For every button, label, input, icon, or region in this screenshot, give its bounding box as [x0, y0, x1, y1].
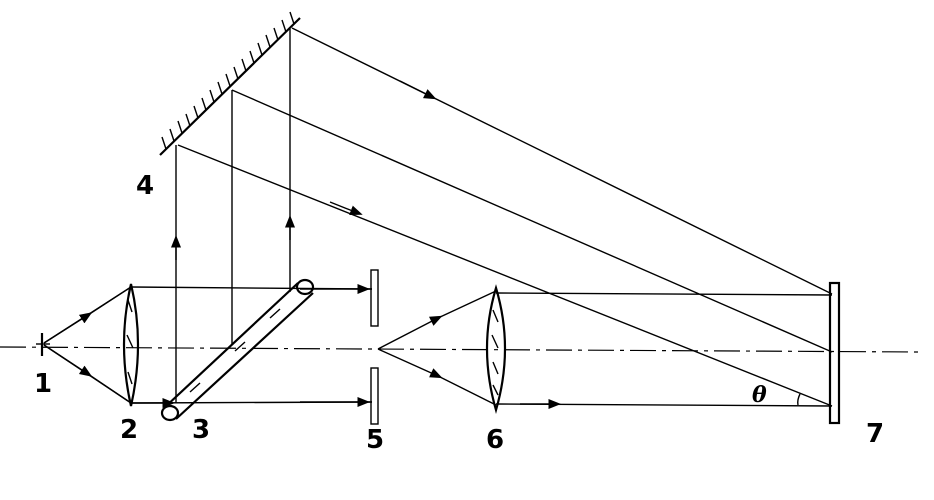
label-beam-splitter: 3: [192, 415, 210, 445]
mirror: [159, 11, 301, 156]
optical-axis: [0, 346, 921, 353]
label-source: 1: [34, 369, 52, 399]
oblique-ray-top: [291, 27, 833, 295]
label-lens: 6: [486, 425, 504, 455]
label-mirror: 4: [136, 171, 154, 201]
diverging-ray-upper: [377, 290, 497, 350]
oblique-ray-middle: [231, 89, 833, 353]
oblique-ray-bottom: [177, 144, 833, 407]
label-screen: 7: [866, 419, 884, 449]
label-collimator-lens: 2: [120, 415, 138, 445]
angle-arc: [797, 393, 801, 406]
collimator-lens: [122, 283, 140, 407]
label-angle-theta: θ: [752, 382, 767, 408]
beam-splitter-plate: [160, 278, 315, 422]
imaging-lens: [485, 284, 507, 414]
screen-plate: [828, 281, 841, 425]
diverging-ray-lower: [377, 348, 497, 406]
aperture-slit: [360, 269, 379, 425]
point-source: [36, 333, 50, 356]
label-aperture: 5: [366, 425, 384, 455]
parallel-ray-upper: [495, 292, 833, 296]
